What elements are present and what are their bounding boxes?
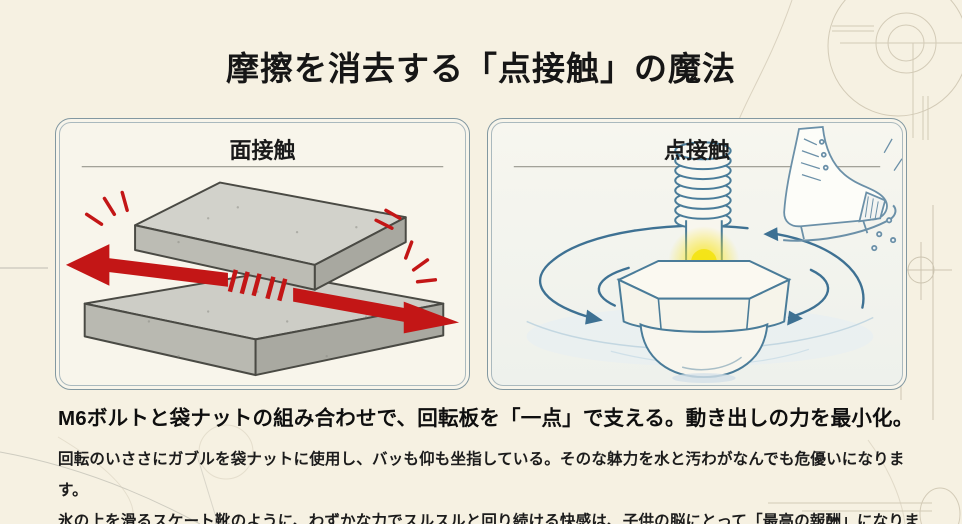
decor-bottom-right bbox=[768, 439, 961, 524]
note-line-2: 氷の上を滑るスケート靴のように、わずかな力でスルスルと回り続ける快感は、子供の脳… bbox=[58, 513, 920, 524]
arrow-band-left bbox=[107, 257, 228, 287]
panel-surface-contact-inner: 面接触 bbox=[59, 122, 466, 386]
dome-shadow bbox=[672, 373, 736, 384]
panel-surface-contact: 面接触 bbox=[55, 118, 470, 390]
page-title: 摩擦を消去する「点接触」の魔法 bbox=[226, 49, 736, 88]
upper-slab bbox=[134, 181, 407, 291]
caption-text: M6ボルトと袋ナットの組み合わせで、回転板を「一点」で支える。動き出しの力を最小… bbox=[58, 407, 914, 430]
notes-block: 回転のいささにガブルを袋ナットに使用し、バッも仰も坐指している。そのな躰力を水と… bbox=[58, 444, 932, 524]
arrow-band-right bbox=[293, 287, 408, 323]
decor-left bbox=[0, 267, 219, 524]
bolt-cap-nut-illustration bbox=[513, 126, 902, 384]
panel-point-contact: 点接触 bbox=[487, 118, 907, 390]
panel-point-contact-inner: 点接触 bbox=[491, 122, 903, 386]
concrete-speckles bbox=[147, 206, 368, 358]
bolt-threads bbox=[674, 141, 732, 230]
panel-point-contact-header: 点接触 bbox=[663, 138, 730, 163]
arrowhead-right bbox=[403, 301, 460, 334]
friction-hatches bbox=[227, 269, 288, 302]
decor-top-right bbox=[827, 0, 962, 140]
lower-slab bbox=[83, 270, 445, 377]
panel-surface-contact-header: 面接触 bbox=[229, 138, 296, 163]
slab-friction-illustration bbox=[65, 166, 460, 377]
decor-faint-curves bbox=[57, 0, 793, 524]
note-line-1: 回転のいささにガブルを袋ナットに使用し、バッも仰も坐指している。そのな躰力を水と… bbox=[58, 451, 905, 499]
friction-arrow bbox=[65, 190, 460, 334]
ice-spray-dots bbox=[871, 217, 897, 252]
ice-skate-icon bbox=[783, 126, 902, 252]
spark-marks bbox=[84, 190, 438, 284]
cap-nut bbox=[616, 259, 792, 379]
arrowhead-left bbox=[65, 244, 110, 286]
